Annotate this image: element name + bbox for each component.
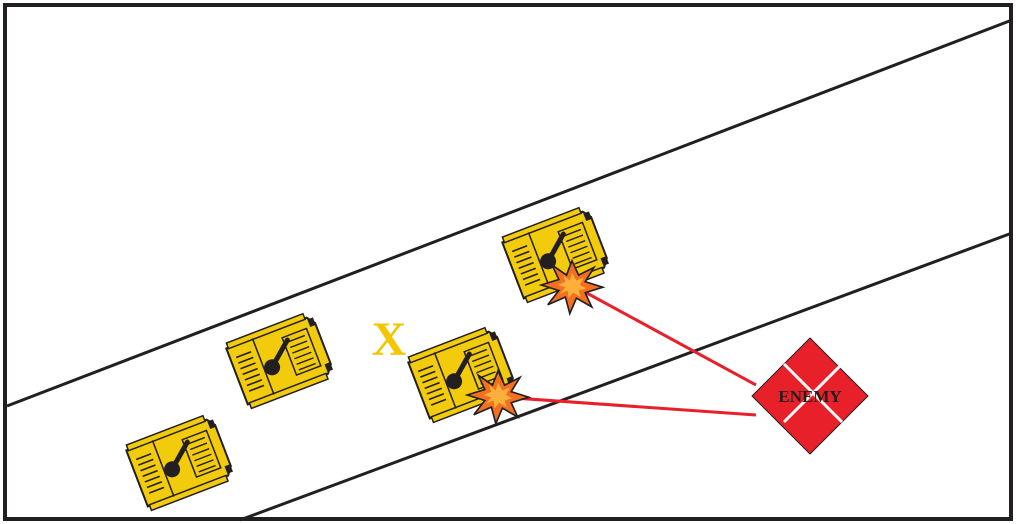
fire-line-to-lead-vehicle: [571, 283, 757, 387]
x-marker: X: [372, 313, 407, 366]
fire-line-to-middle-vehicle: [499, 395, 757, 417]
road-edge-lower: [239, 231, 1013, 522]
enemy-label: ENEMY: [778, 387, 841, 406]
road-edge-upper: [6, 18, 1013, 408]
road: [6, 18, 1013, 522]
fire-lines: [499, 283, 757, 417]
enemy-diamond-icon: ENEMY: [751, 337, 869, 455]
